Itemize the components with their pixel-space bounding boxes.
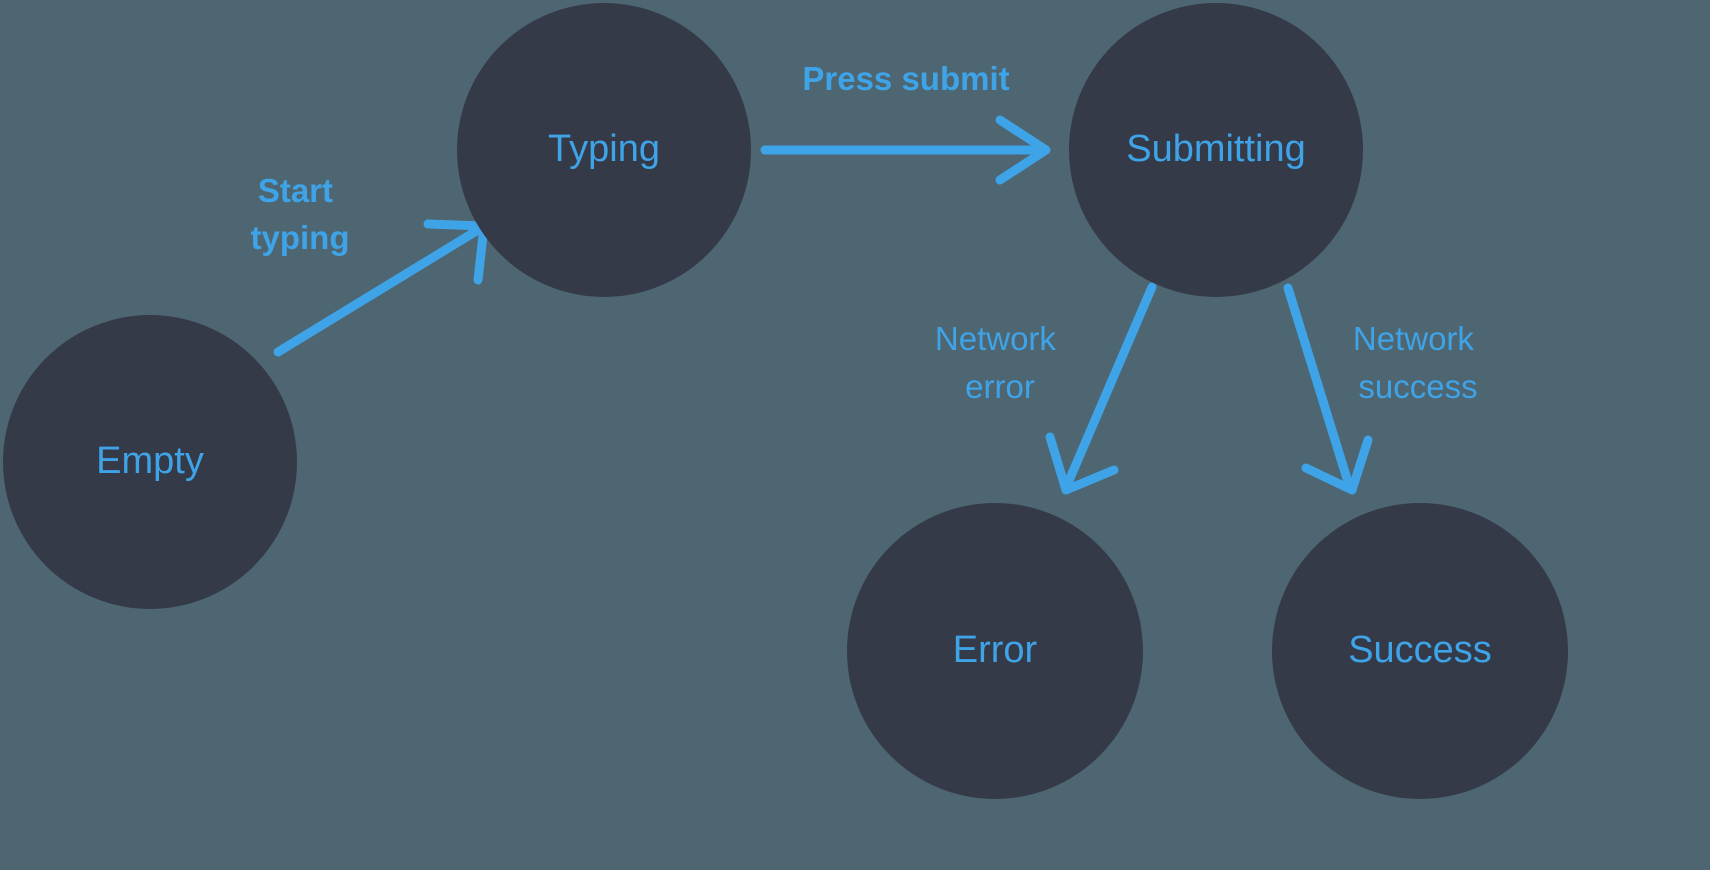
state-node-typing[interactable]: Typing	[457, 3, 751, 297]
arrowhead-icon	[1301, 435, 1373, 495]
state-node-error[interactable]: Error	[847, 503, 1143, 799]
edge-label-network-error: Network error	[935, 320, 1065, 405]
edge-line	[1283, 283, 1353, 487]
edge-network-success: Network success	[1283, 283, 1483, 495]
edge-label-line1: Start	[258, 172, 333, 209]
edge-start-typing: Start typing	[251, 172, 489, 357]
state-node-success[interactable]: Success	[1272, 503, 1568, 799]
edge-label-line2: error	[965, 368, 1035, 405]
state-circle[interactable]	[3, 315, 297, 609]
edge-label-network-success: Network success	[1353, 320, 1483, 405]
edge-line	[273, 225, 483, 357]
edge-label-line2: typing	[251, 219, 350, 256]
edge-label-line1: Network	[1353, 320, 1475, 357]
edge-network-error: Network error	[935, 282, 1157, 495]
edge-press-submit: Press submit	[760, 60, 1051, 185]
state-circle[interactable]	[1069, 3, 1363, 297]
state-circle[interactable]	[1272, 503, 1568, 799]
edge-label-line1: Network	[935, 320, 1057, 357]
edge-label-line2: success	[1358, 368, 1477, 405]
state-circle[interactable]	[457, 3, 751, 297]
edge-label-start-typing: Start typing	[251, 172, 350, 256]
arrowhead-icon	[995, 115, 1051, 185]
edge-label-press-submit: Press submit	[802, 60, 1009, 97]
state-label: Empty	[96, 440, 204, 482]
state-label: Success	[1348, 629, 1492, 671]
edge-line	[1063, 282, 1157, 488]
state-node-submitting[interactable]: Submitting	[1069, 3, 1363, 297]
state-node-empty[interactable]: Empty	[3, 315, 297, 609]
state-label: Typing	[548, 128, 660, 170]
state-label: Submitting	[1126, 128, 1306, 170]
arrowhead-icon	[1045, 432, 1119, 495]
edge-label-line1: Press submit	[802, 60, 1009, 97]
state-circle[interactable]	[847, 503, 1143, 799]
state-label: Error	[953, 629, 1038, 671]
